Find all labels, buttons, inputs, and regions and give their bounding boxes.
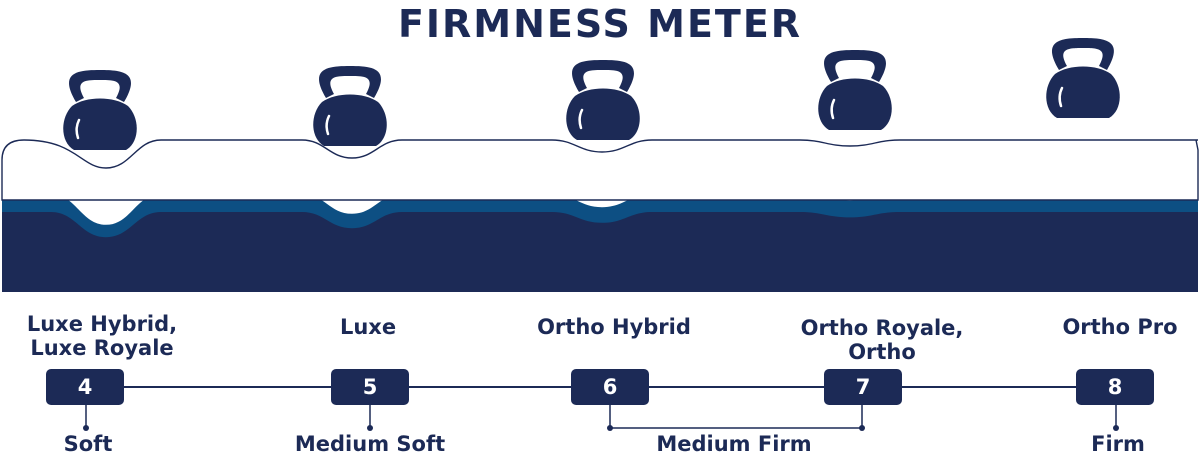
medium-soft-connector-dot: [367, 425, 373, 431]
mattress-navy-layer: [2, 212, 1198, 292]
mattress-label-5-line1: Luxe: [339, 315, 397, 339]
medium-firm-bracket: [609, 405, 863, 429]
mattress-label-4: Luxe Hybrid, Luxe Royale: [0, 312, 222, 360]
category-medium-soft: Medium Soft: [294, 432, 446, 456]
firmness-value-4: 4: [46, 369, 124, 405]
page-title: FIRMNESS METER: [397, 2, 803, 46]
mattress-label-6: Ortho Hybrid: [494, 315, 734, 339]
mattress-label-7-line2: Ortho: [848, 340, 916, 364]
firmness-value-7: 7: [824, 369, 902, 405]
medium-firm-bracket-dot-right: [859, 425, 865, 431]
kettlebell-icon: [313, 66, 387, 146]
medium-firm-bracket-dot-left: [607, 425, 613, 431]
soft-connector-dot: [83, 425, 89, 431]
category-firm: Firm: [1091, 432, 1145, 456]
kettlebell-icon: [818, 50, 892, 130]
mattress-label-6-line1: Ortho Hybrid: [537, 315, 691, 339]
mattress-label-4-line1: Luxe Hybrid,: [26, 312, 178, 336]
firm-connector-dot: [1113, 425, 1119, 431]
mattress-label-7: Ortho Royale, Ortho: [762, 316, 1002, 364]
firmness-value-5: 5: [331, 369, 409, 405]
mattress-label-8: Ortho Pro: [1000, 315, 1200, 339]
category-soft: Soft: [63, 432, 113, 456]
kettlebell-icon: [63, 70, 137, 150]
kettlebell-icon: [1046, 38, 1120, 118]
mattress-label-4-line2: Luxe Royale: [30, 336, 174, 360]
firmness-value-6: 6: [571, 369, 649, 405]
mattress-comfort-layer: [1, 139, 1199, 201]
mattress-label-8-line1: Ortho Pro: [1062, 315, 1178, 339]
category-medium-firm: Medium Firm: [656, 432, 812, 456]
firmness-value-8: 8: [1076, 369, 1154, 405]
mattress-label-7-line1: Ortho Royale,: [800, 316, 964, 340]
kettlebell-icon: [566, 60, 640, 140]
mattress-label-5: Luxe: [248, 315, 488, 339]
